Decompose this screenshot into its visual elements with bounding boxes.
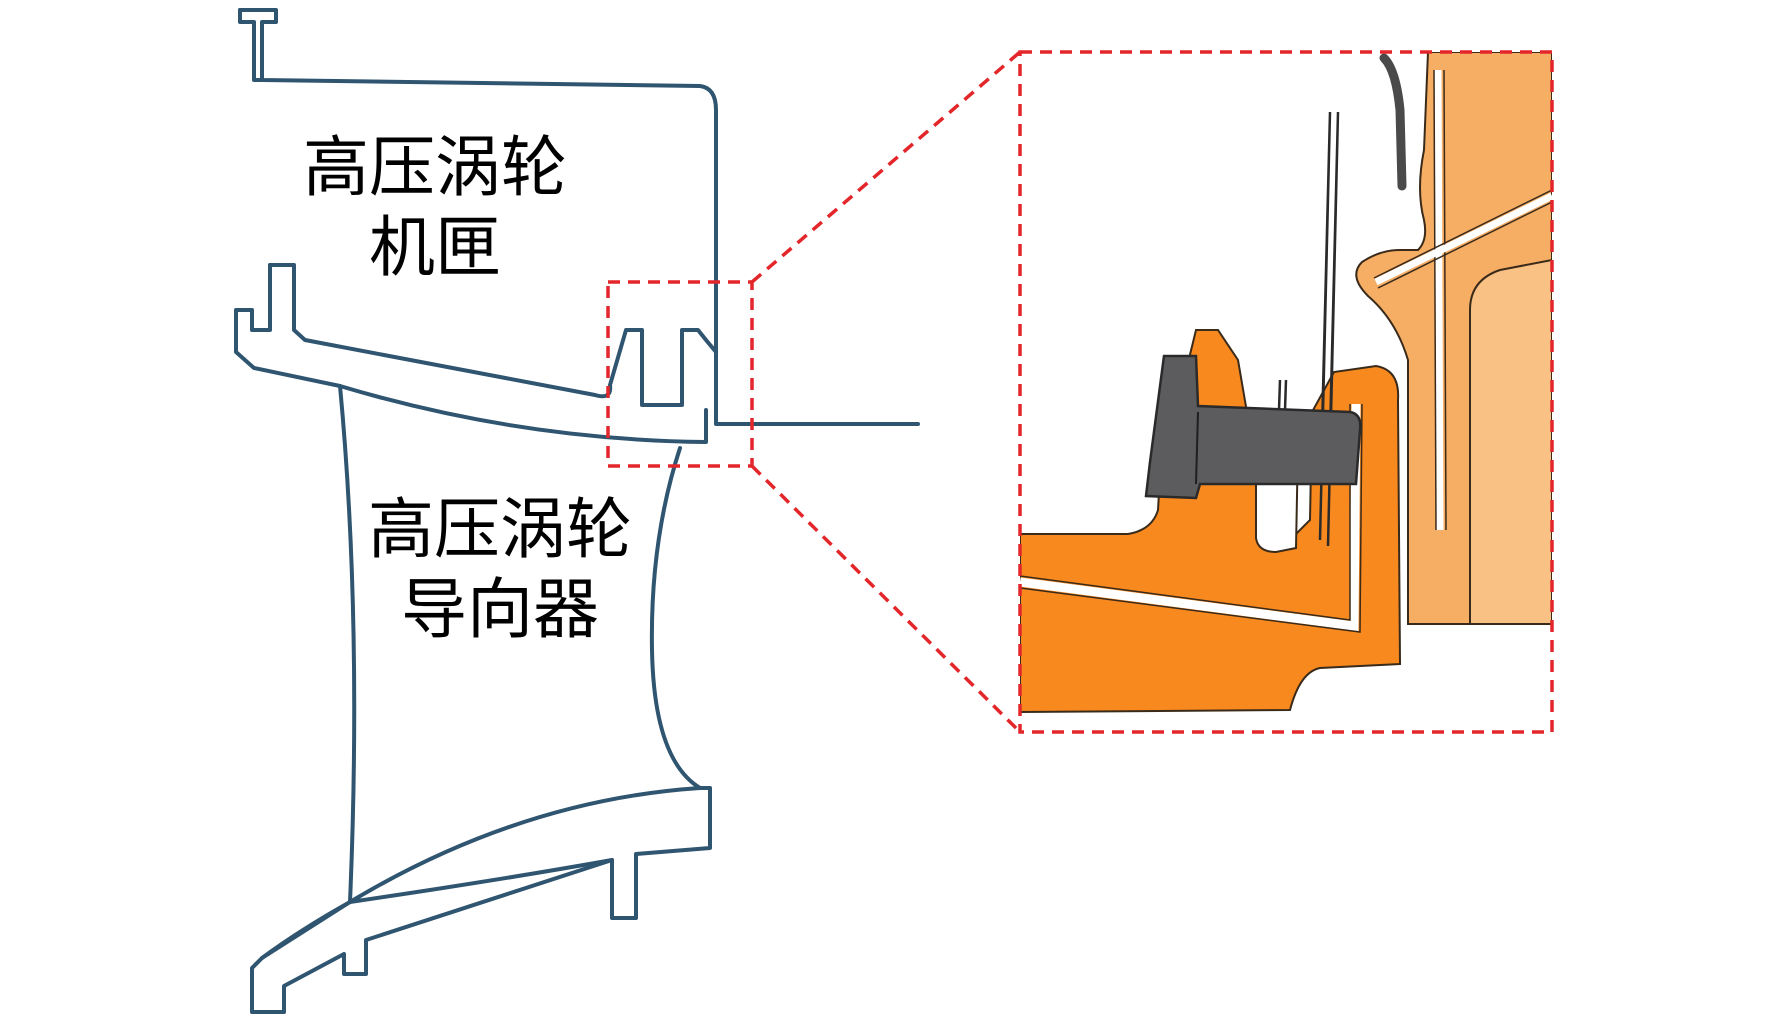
highlight-box-small xyxy=(606,280,754,468)
casing-label-line2: 机匣 xyxy=(369,209,501,286)
zoomed-detail xyxy=(1020,52,1552,714)
casing-label-line1: 高压涡轮 xyxy=(303,129,567,206)
connector-line-top xyxy=(750,50,1022,284)
nozzle-label-line2: 导向器 xyxy=(401,571,599,648)
casing-part-inner xyxy=(1469,258,1552,625)
casing-outline xyxy=(234,8,920,444)
highlight-box-large xyxy=(1018,50,1554,734)
seal-block xyxy=(1144,354,1362,500)
connector-line-bottom xyxy=(750,464,1022,734)
nozzle-part-shape xyxy=(1020,329,1402,714)
nozzle-label-line1: 高压涡轮 xyxy=(368,491,632,568)
hook-wire xyxy=(1379,53,1407,191)
nozzle-outline xyxy=(250,384,712,1014)
